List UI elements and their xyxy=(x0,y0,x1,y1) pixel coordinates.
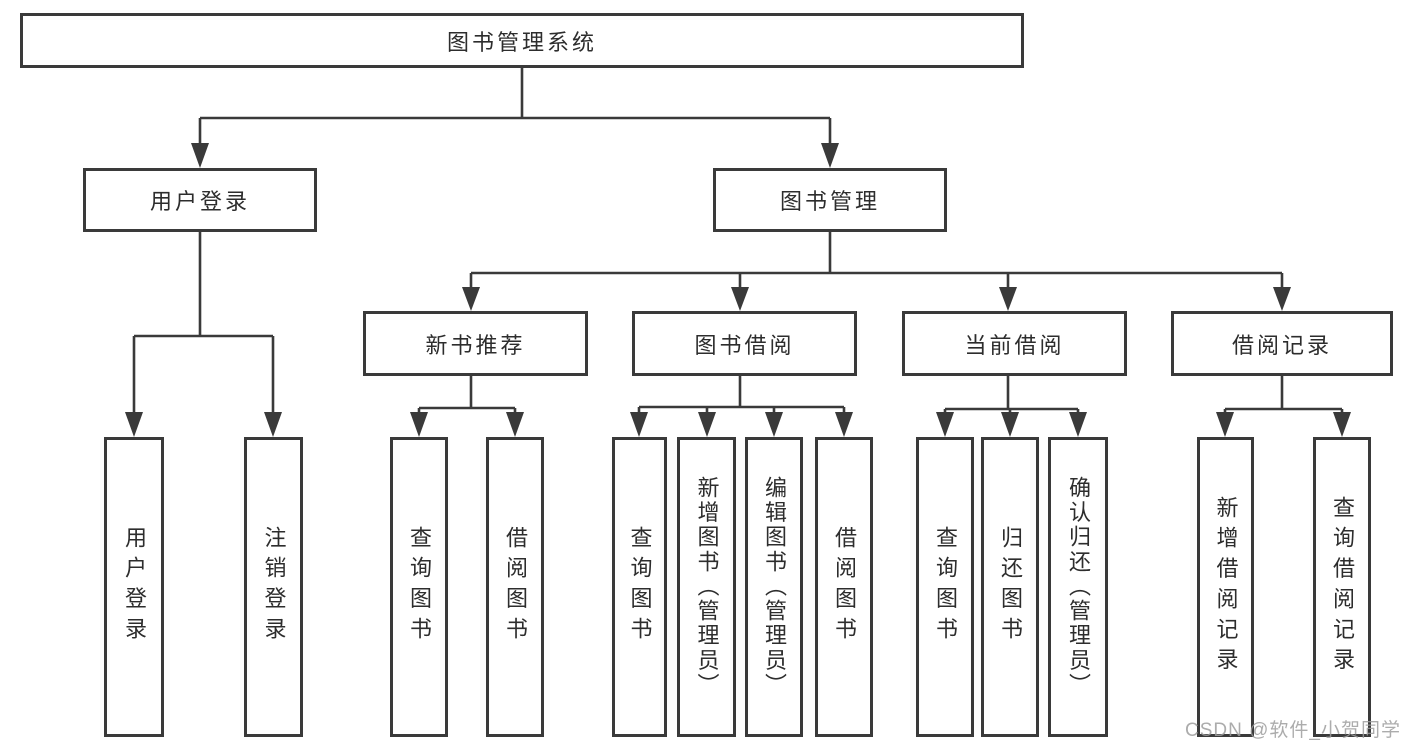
node-new-book-recommend-label: 新书推荐 xyxy=(425,332,526,358)
edges-root xyxy=(191,68,839,168)
edges-book-borrow xyxy=(630,376,853,437)
leaf-recommend-borrow-books: 借阅图书 xyxy=(486,437,544,737)
leaf-current-return-books-label: 归还图书 xyxy=(998,526,1023,648)
leaf-records-add-record-label: 新增借阅记录 xyxy=(1213,495,1239,679)
leaf-borrow-query-books: 查询图书 xyxy=(612,437,667,737)
node-current-borrow-label: 当前借阅 xyxy=(964,332,1065,358)
watermark: CSDN @软件_小贺同学 xyxy=(1185,720,1401,741)
leaf-current-return-books: 归还图书 xyxy=(981,437,1039,737)
leaf-records-query-record: 查询借阅记录 xyxy=(1313,437,1371,737)
leaf-current-confirm-return-admin: 确认归还（管理员） xyxy=(1048,437,1108,737)
leaf-current-query-books-label: 查询图书 xyxy=(933,526,958,648)
node-borrow-records: 借阅记录 xyxy=(1171,311,1393,376)
edges-book-management xyxy=(462,232,1291,311)
node-book-borrow: 图书借阅 xyxy=(632,311,857,376)
leaf-borrow-borrow-books: 借阅图书 xyxy=(815,437,873,737)
leaf-user-login: 用户登录 xyxy=(104,437,164,737)
leaf-current-confirm-return-admin-label: 确认归还（管理员） xyxy=(1066,476,1091,698)
node-book-borrow-label: 图书借阅 xyxy=(694,332,795,358)
leaf-borrow-add-books-admin: 新增图书（管理员） xyxy=(677,437,736,737)
node-root: 图书管理系统 xyxy=(20,13,1024,68)
node-user-login: 用户登录 xyxy=(83,168,317,232)
node-book-management-label: 图书管理 xyxy=(779,189,880,214)
edges-user-login xyxy=(125,232,282,437)
edges-current-borrow xyxy=(936,376,1087,437)
leaf-borrow-edit-books-admin-label: 编辑图书（管理员） xyxy=(762,476,787,698)
node-root-label: 图书管理系统 xyxy=(446,29,597,55)
leaf-recommend-query-books: 查询图书 xyxy=(390,437,448,737)
node-current-borrow: 当前借阅 xyxy=(902,311,1127,376)
leaf-logout-label: 注销登录 xyxy=(261,526,287,648)
leaf-user-login-label: 用户登录 xyxy=(122,526,147,648)
leaf-borrow-borrow-books-label: 借阅图书 xyxy=(832,526,857,648)
leaf-recommend-query-books-label: 查询图书 xyxy=(407,526,432,648)
leaf-current-query-books: 查询图书 xyxy=(916,437,974,737)
node-borrow-records-label: 借阅记录 xyxy=(1231,332,1332,358)
node-new-book-recommend: 新书推荐 xyxy=(363,311,588,376)
leaf-borrow-edit-books-admin: 编辑图书（管理员） xyxy=(745,437,803,737)
edges-new-book-recommend xyxy=(410,376,524,437)
leaf-borrow-query-books-label: 查询图书 xyxy=(627,526,653,648)
leaf-recommend-borrow-books-label: 借阅图书 xyxy=(503,526,528,648)
node-book-management: 图书管理 xyxy=(713,168,947,232)
leaf-records-add-record: 新增借阅记录 xyxy=(1197,437,1254,737)
leaf-logout: 注销登录 xyxy=(244,437,303,737)
leaf-borrow-add-books-admin-label: 新增图书（管理员） xyxy=(694,476,720,698)
leaf-records-query-record-label: 查询借阅记录 xyxy=(1330,495,1355,679)
edges-borrow-records xyxy=(1216,376,1351,437)
node-user-login-label: 用户登录 xyxy=(149,189,250,214)
